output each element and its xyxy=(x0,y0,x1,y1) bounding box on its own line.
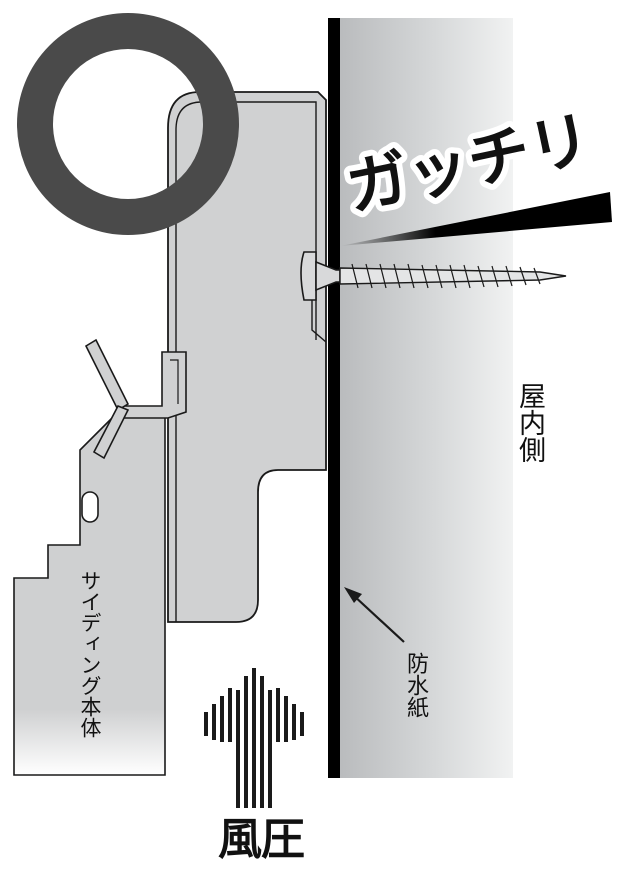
waterproof-paper xyxy=(328,18,340,778)
wind-pressure-arrow xyxy=(204,668,304,808)
siding-body xyxy=(13,409,166,776)
interior-wall xyxy=(338,18,513,778)
bracket-body xyxy=(167,91,327,623)
paper-pointer-arrow xyxy=(344,587,405,643)
screw xyxy=(300,251,567,301)
bracket-hook xyxy=(119,351,187,419)
catch-phrase-wedge xyxy=(340,192,612,246)
siding-body-label: サイディング本体 xyxy=(78,570,102,738)
bracket-flange xyxy=(311,300,327,343)
clip-tab-upper xyxy=(84,338,130,412)
highlight-ring xyxy=(17,13,239,235)
clip-tab-lower xyxy=(92,404,130,460)
waterproof-paper-label: 防水紙 xyxy=(403,652,428,718)
bracket-hook-inner xyxy=(170,359,179,404)
siding-slot xyxy=(81,491,99,523)
indoor-side-label: 屋内側 xyxy=(514,382,545,463)
wind-pressure-label: 風圧 xyxy=(218,814,305,865)
